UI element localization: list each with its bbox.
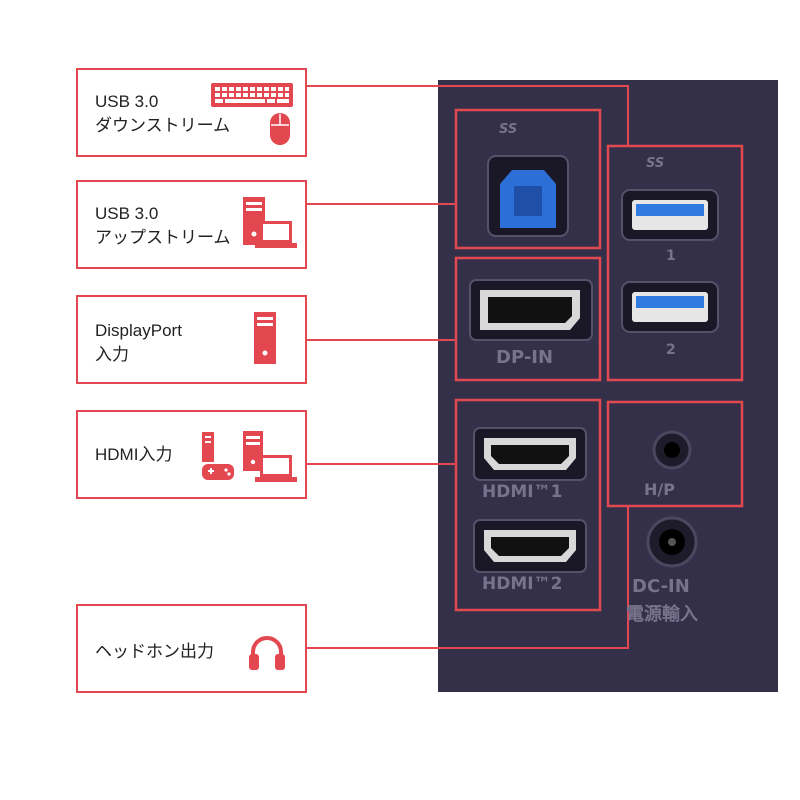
mouse-icon xyxy=(270,113,290,145)
dc-in-label: DC-IN xyxy=(632,576,690,597)
callout-usb-downstream: USB 3.0 ダウンストリーム xyxy=(76,68,307,157)
highlight-displayport xyxy=(454,256,602,382)
callout-title: USB 3.0 xyxy=(95,92,159,111)
usb-port-number-1: 1 xyxy=(666,248,676,264)
callout-subtitle: アップストリーム xyxy=(95,228,231,247)
callout-subtitle: 入力 xyxy=(95,345,129,364)
line-headphone xyxy=(307,506,629,649)
pc-tower-icon xyxy=(243,431,263,471)
callout-subtitle: ダウンストリーム xyxy=(95,116,231,135)
hdmi2-label: HDMI™2 xyxy=(482,574,563,594)
callout-displayport: DisplayPort 入力 xyxy=(76,295,307,384)
callout-title: USB 3.0 xyxy=(95,204,159,223)
line-usb-down xyxy=(307,85,629,146)
keyboard-icon xyxy=(211,83,293,107)
power-input-label: 電源輸入 xyxy=(626,604,698,625)
connector-lines xyxy=(307,85,629,649)
callout-title: ヘッドホン出力 xyxy=(95,642,214,661)
displayport-port xyxy=(469,279,593,341)
callout-usb-upstream: USB 3.0 アップストリーム xyxy=(76,180,307,269)
headphone-jack xyxy=(652,430,692,470)
port-highlight-boxes xyxy=(454,108,744,612)
hp-label: H/P xyxy=(644,480,675,499)
usb-b-port xyxy=(487,155,569,237)
laptop-icon xyxy=(255,221,297,248)
dp-in-label: DP-IN xyxy=(496,347,554,368)
highlight-hdmi xyxy=(454,398,602,612)
highlight-usb-b xyxy=(454,108,602,250)
superspeed-logo-1: SS xyxy=(499,122,518,137)
highlight-usb-a xyxy=(606,144,744,382)
game-console-icon xyxy=(202,432,234,480)
usb-port-number-2: 2 xyxy=(666,342,676,358)
laptop-icon xyxy=(255,455,297,482)
pc-tower-icon xyxy=(254,312,276,364)
hdmi1-label: HDMI™1 xyxy=(482,482,563,502)
superspeed-logo-2: SS xyxy=(646,156,665,171)
callout-hdmi: HDMI入力 xyxy=(76,410,307,499)
callout-title: DisplayPort xyxy=(95,321,182,340)
usb-a-port-2 xyxy=(621,281,719,333)
pc-tower-icon xyxy=(243,197,265,245)
headphones-icon xyxy=(249,636,285,670)
hdmi-port-2 xyxy=(473,519,587,573)
dc-in-jack xyxy=(646,516,698,568)
callout-title: HDMI入力 xyxy=(95,445,173,464)
usb-a-port-1 xyxy=(621,189,719,241)
hdmi-port-1 xyxy=(473,427,587,481)
callout-headphone: ヘッドホン出力 xyxy=(76,604,307,693)
highlight-headphone xyxy=(606,400,744,508)
